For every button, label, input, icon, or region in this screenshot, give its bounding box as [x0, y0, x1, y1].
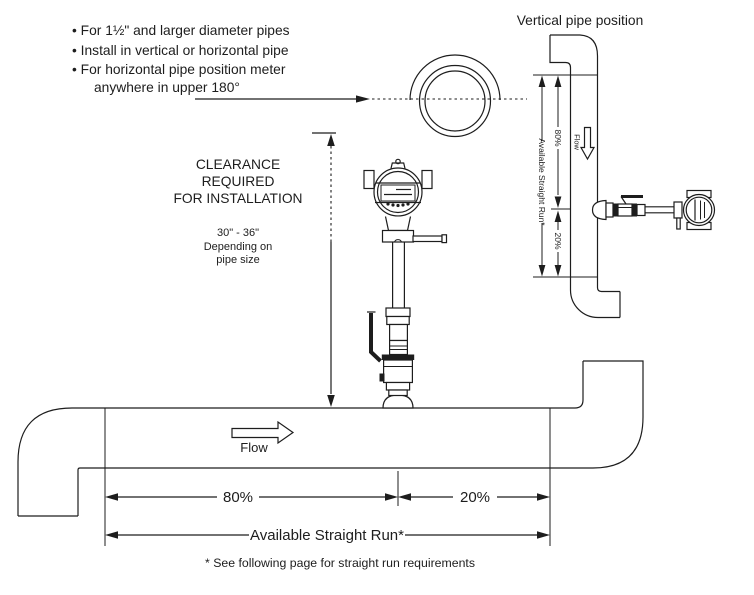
- meter-head-outer: [682, 193, 716, 227]
- up-arrowhead-icon: [538, 75, 546, 87]
- stem: [392, 242, 405, 308]
- upstream-pct-label: 80%: [553, 129, 563, 146]
- upper-180-arc: [409, 54, 501, 101]
- ball-valve-body: [383, 359, 414, 384]
- vertical-pipe: Flow Available Straight Run* 80% 20%: [533, 34, 716, 319]
- pipe-cross-section: [409, 54, 501, 138]
- pipe-right-wall: [579, 34, 620, 293]
- left-mount-ear: [363, 169, 375, 190]
- up-arrowhead-icon: [554, 75, 562, 87]
- probe-rod-tip: [441, 234, 448, 244]
- clearance-line-2: REQUIRED: [202, 174, 275, 189]
- stem-coupling: [636, 203, 646, 217]
- flow-label: Flow: [573, 134, 582, 150]
- top-tab: [390, 162, 406, 169]
- horizontal-pipe: Flow: [17, 360, 644, 546]
- up-arrowhead-icon: [554, 210, 562, 222]
- clearance-size-line-3: pipe size: [216, 254, 259, 266]
- flange-notch: [394, 239, 402, 243]
- note-line-2: • Install in vertical or horizontal pipe: [72, 43, 289, 58]
- keypad-buttons: [386, 202, 410, 208]
- neck: [384, 216, 412, 232]
- display-band-lines: [375, 182, 421, 204]
- meter-head-outer: [373, 167, 423, 217]
- down-arrowhead-icon: [327, 395, 335, 407]
- weld-boss: [591, 199, 607, 221]
- left-arrowhead-icon: [105, 531, 118, 539]
- clearance-size-line-2: Depending on: [204, 241, 273, 253]
- right-arrowhead-icon: [356, 95, 370, 103]
- valve-top-band: [381, 354, 415, 360]
- stem-coupling-1: [385, 307, 411, 318]
- clearance-line-1: CLEARANCE: [196, 157, 280, 172]
- nipple-threads: [389, 345, 408, 350]
- display-window: [380, 184, 416, 202]
- pipe-inner-wall: [424, 70, 486, 132]
- display-lines: [700, 200, 705, 220]
- valve-body: [617, 203, 633, 217]
- left-arrowhead-icon: [105, 493, 118, 501]
- downstream-pct-label: 20%: [460, 489, 490, 506]
- valve-band: [632, 203, 637, 217]
- straight-run-label: Available Straight Run*: [537, 138, 547, 226]
- bullet-notes: • For 1½" and larger diameter pipes • In…: [72, 23, 290, 95]
- down-arrowhead-icon: [554, 196, 562, 208]
- clearance-dimension: [312, 132, 336, 407]
- meter-head-inner: [685, 196, 713, 224]
- meter-head-inner: [376, 170, 420, 214]
- valve-lever-base: [620, 196, 627, 205]
- nipple-upper: [389, 323, 409, 342]
- probe-stem: [645, 206, 674, 214]
- valve-coupling: [605, 202, 614, 218]
- weld-boss: [382, 394, 414, 409]
- upstream-pct-label: 80%: [223, 489, 253, 506]
- stem-coupling-2: [386, 315, 410, 326]
- pipe-top-line: [72, 361, 584, 409]
- horizontal-dimensions: 80% 20% Available Straight Run*: [105, 489, 550, 544]
- nipple-lower: [389, 339, 409, 356]
- valve-lever-handle: [369, 313, 382, 363]
- clearance-size-line-1: 30" - 36": [217, 227, 259, 239]
- side-flow-meter: [591, 189, 716, 231]
- valve-band: [613, 203, 618, 217]
- footnote: * See following page for straight run re…: [205, 556, 475, 570]
- clearance-note: CLEARANCE REQUIRED FOR INSTALLATION 30" …: [173, 157, 302, 266]
- clearance-line-3: FOR INSTALLATION: [173, 191, 302, 206]
- flow-label: Flow: [240, 440, 268, 455]
- right-arrowhead-icon: [537, 493, 550, 501]
- probe-rod: [412, 235, 443, 243]
- down-arrowhead-icon: [554, 265, 562, 277]
- top-nub: [395, 158, 401, 165]
- boss-adapter: [388, 389, 408, 397]
- pipe-left-wall: [549, 35, 620, 319]
- flow-meter: [363, 158, 448, 397]
- pipe-right-elbow: [583, 360, 644, 469]
- annotation-arrow: [195, 95, 527, 103]
- note-line-3: • For horizontal pipe position meter: [72, 62, 286, 77]
- pipe-bottom-line: [77, 467, 593, 516]
- pipe-outer-wall: [418, 64, 492, 138]
- up-arrowhead-icon: [327, 134, 335, 146]
- valve-side-stop: [379, 373, 385, 382]
- right-arrowhead-icon: [385, 493, 398, 501]
- note-line-4: anywhere in upper 180°: [94, 80, 240, 95]
- note-line-1: • For 1½" and larger diameter pipes: [72, 23, 290, 38]
- left-arrowhead-icon: [398, 493, 411, 501]
- right-arrowhead-icon: [537, 531, 550, 539]
- diagram-title: Vertical pipe position: [517, 13, 644, 28]
- flow-arrow-icon: [231, 420, 295, 445]
- flow-down-arrow-icon: [579, 126, 596, 161]
- down-arrowhead-icon: [538, 265, 546, 277]
- right-mount-ear: [421, 169, 433, 190]
- drain-stub: [676, 217, 681, 230]
- head-connector: [673, 201, 683, 219]
- straight-run-label: Available Straight Run*: [250, 527, 404, 544]
- pipe-left-elbow: [17, 407, 73, 516]
- flange: [381, 229, 415, 243]
- valve-bottom-coupling: [385, 381, 411, 391]
- downstream-pct-label: 20%: [553, 232, 563, 249]
